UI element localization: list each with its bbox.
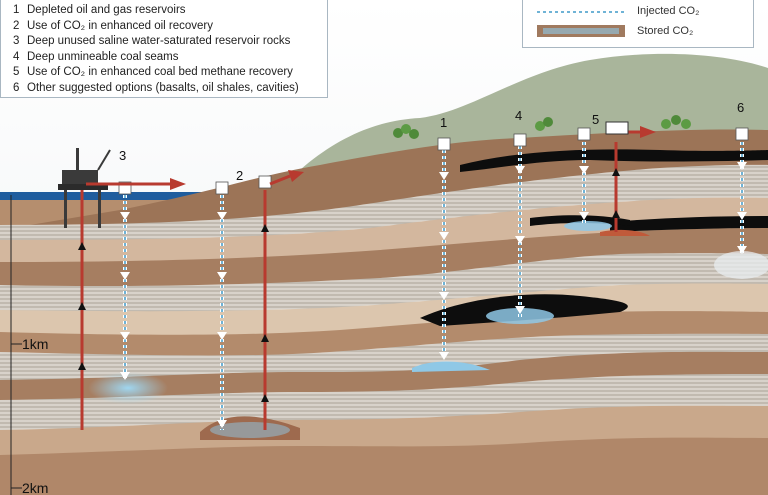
coal-seam-right: [610, 216, 768, 232]
stored-co2-basalt: [714, 251, 768, 279]
stored-co2-oil-glow: [210, 422, 290, 438]
legend-stored-label: Stored CO₂: [637, 25, 694, 37]
site-label-4: 4: [515, 108, 523, 123]
coal-seam-top: [460, 149, 768, 172]
stored-co2-ecbm: [564, 221, 612, 231]
depth-label-1km: 1km: [22, 336, 49, 352]
ecbm-facility: [605, 121, 629, 135]
ecbm-methane: [600, 229, 650, 236]
legend-key: Injected CO₂ Stored CO₂: [522, 0, 754, 48]
site-label-6: 6: [737, 100, 745, 115]
site-label-3: 3: [119, 148, 127, 163]
site-label-5: 5: [592, 112, 600, 127]
site-label-1: 1: [440, 115, 448, 130]
legend-key-swatches: [537, 11, 625, 37]
wellheads: [118, 127, 749, 195]
trees: [393, 115, 691, 139]
site-label-2: 2: [236, 168, 244, 183]
offshore-platform: [58, 148, 111, 228]
stored-co2-saline: [88, 372, 168, 404]
strata-band-11: [0, 437, 768, 495]
production-arrows: [78, 168, 620, 402]
injection-arrows: [120, 162, 747, 428]
stored-co2-depleted: [412, 361, 490, 372]
legend-injected-label: Injected CO₂: [637, 5, 700, 17]
pipeline-2: [269, 174, 291, 186]
depth-label-2km: 2km: [22, 480, 49, 495]
